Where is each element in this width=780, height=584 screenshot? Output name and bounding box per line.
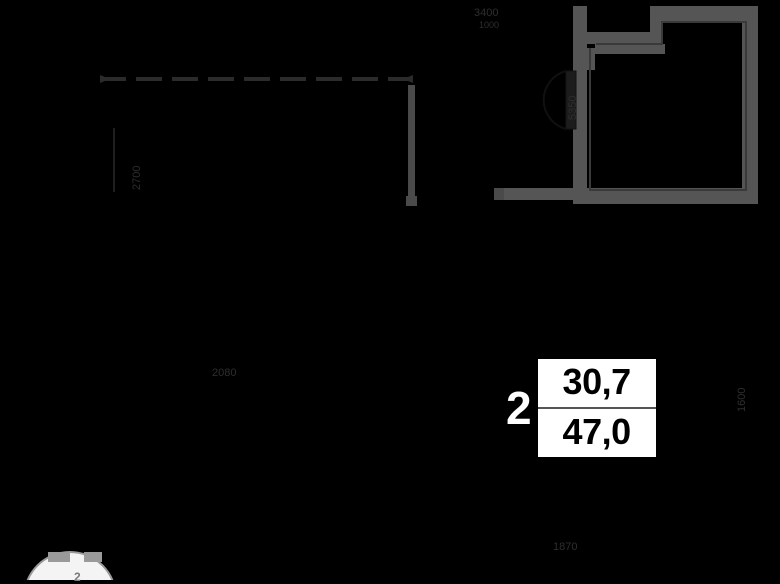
wall-group-top-right <box>500 6 758 204</box>
apartment-area-table: 30,7 47,0 <box>536 358 657 458</box>
wall-group-left <box>406 85 504 206</box>
apartment-living-area: 30,7 <box>537 359 656 409</box>
dimension-label-right-vertical: 1600 <box>736 387 748 412</box>
apartment-rooms-count: 2 <box>506 382 532 434</box>
dimension-label-middle-left: 2080 <box>212 367 237 379</box>
compass-rose-icon <box>26 551 114 580</box>
room-inner-outline-right <box>589 21 747 191</box>
dimension-line-top <box>100 75 413 83</box>
door-swing-arc <box>542 70 577 130</box>
compass-label: 2 <box>74 570 81 584</box>
dimension-label-bottom-center: 1870 <box>553 541 578 553</box>
apartment-total-area: 47,0 <box>562 411 632 452</box>
apartment-area-label: 2 30,7 47,0 <box>506 358 657 458</box>
dimension-label-door: 1000 <box>479 20 500 30</box>
dimension-label-door-vertical: 5350 <box>567 95 579 120</box>
dimension-label-top-right-room: 3400 <box>474 7 499 19</box>
dimension-label-left-vertical: 2700 <box>131 165 143 190</box>
